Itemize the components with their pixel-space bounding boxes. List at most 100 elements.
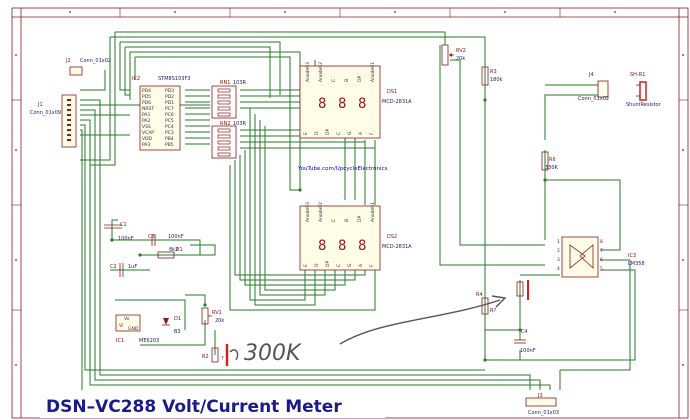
ic1-pin-vi: VI — [119, 323, 123, 329]
d1-ref: D1 — [174, 316, 181, 322]
ds2-ref: DS2 — [387, 234, 397, 240]
ds1-value: MCD-2831A — [382, 99, 412, 105]
diode-d1: D1 B3 — [162, 316, 181, 335]
connector-j1: J1 Conn_01x09 — [30, 94, 77, 148]
ic2-pin-left: PA1 — [142, 112, 151, 118]
ic3-pin: 1 — [557, 239, 560, 245]
c2-value: 1uF — [128, 264, 137, 270]
ds2-pin-top: C — [331, 219, 337, 222]
ds2-pin-bottom: G — [347, 263, 353, 267]
ic3-pin: 2 — [557, 248, 560, 254]
ic2-mcu: IC2 STM8S103F3 PD4PD5PD6NRSTPA1PA2VSSVCA… — [132, 76, 191, 151]
capacitor-c2: C2 1uF — [110, 263, 137, 277]
ic1-ref: IC1 — [116, 338, 124, 344]
ic2-pin-right: PC4 — [165, 124, 174, 130]
j4-value: Conn_01x02 — [578, 96, 609, 102]
ds2-digit-1: 8 — [318, 238, 326, 254]
rv2-ref: RV2 — [456, 48, 466, 54]
ic2-ref: IC2 — [132, 76, 140, 82]
ds2-digit-2: 8 — [338, 238, 346, 254]
ic1-regulator: Vo VI GND IC1 ME6203 — [115, 314, 159, 344]
ic2-pin-left: VDD — [142, 136, 153, 142]
ic1-pin-gnd: GND — [128, 326, 139, 332]
c1-ref: C1 — [120, 222, 127, 228]
ds1-pin-bottom: DP — [325, 129, 331, 135]
schematic-title: DSN–VC288 Volt/Current Meter — [46, 397, 342, 417]
c1-value: 100nF — [118, 236, 134, 242]
ic2-pin-right: PC3 — [165, 130, 174, 136]
r2-value: ? — [221, 356, 224, 362]
rn1-value: 103R — [233, 80, 247, 86]
ic1-pin-vo: Vo — [124, 316, 130, 322]
ds1-pin-bottom: E — [303, 132, 309, 135]
ds1-digit-1: 8 — [318, 96, 326, 112]
j1-value: Conn_01x09 — [30, 110, 61, 116]
r4-ref: R4 — [476, 292, 483, 298]
ic2-pin-left: VCAP — [142, 130, 154, 136]
ic2-pin-left: PD6 — [142, 100, 151, 106]
handwritten-annotation: 300K — [229, 295, 507, 366]
ds1-pin-bottom: G — [347, 131, 353, 135]
connector-j3: J3 Conn_01x03 — [525, 393, 559, 416]
r2-ref: R2 — [202, 354, 209, 360]
r6-ref: R6 — [549, 157, 556, 163]
c4-ref: C4 — [521, 329, 528, 335]
ic2-pin-right: PD2 — [165, 94, 174, 100]
ds2-pin-bottom: F — [369, 264, 375, 267]
shunt-value: ShuntResistor — [626, 102, 662, 108]
ds2-pin-top: Anode02 — [318, 202, 324, 222]
r3-ref: R3 — [490, 69, 497, 75]
resistor-r4: R4 R? — [476, 292, 496, 315]
ic2-pin-right: PB5 — [165, 142, 174, 148]
resistor-network-rn1: RN1 103R — [211, 80, 247, 119]
resistor-r1: R1 8k2 — [157, 247, 183, 259]
shunt-ref: SH-R1 — [630, 72, 645, 78]
rv1-ref: RV1 — [212, 310, 222, 316]
ic2-value: STM8S103F3 — [158, 76, 191, 82]
ic2-pin-right: PC7 — [165, 106, 174, 112]
junctions — [110, 98, 547, 362]
ds1-pin-top: DP — [357, 76, 363, 82]
capacitor-c1: C1 100nF — [104, 222, 134, 242]
ic3-pin: 3 — [557, 257, 560, 263]
ds2-pin-top: DP — [357, 216, 363, 222]
r1-ref: R1 — [176, 247, 183, 253]
ds2-value: MCD-2831A — [382, 244, 412, 250]
ds1-pin-top: Anode02 — [318, 62, 324, 82]
ic2-pin-left: PA3 — [142, 142, 151, 148]
connector-j2: J2 Conn_01x02 — [65, 58, 111, 76]
ds2-pin-top: Anode03 — [305, 202, 311, 222]
annotation-300k: 300K — [244, 341, 302, 366]
ds1-ref: DS1 — [387, 89, 397, 95]
ic2-pin-right: PD1 — [165, 100, 174, 106]
youtube-watermark: YouTube.com/UpcycleElectronics — [297, 166, 388, 172]
trimmer-rv2: RV2 20k — [441, 44, 466, 66]
ic3-pin: 4 — [557, 266, 560, 272]
ds2-pin-bottom: DP — [325, 261, 331, 267]
trimmer-rv1: RV1 20k — [201, 307, 224, 325]
r1-value: 8k2 — [169, 247, 178, 253]
ds1-pin-bottom: D — [314, 131, 320, 135]
ic2-pin-right: PC5 — [165, 118, 174, 124]
c3-value: 100nF — [168, 234, 184, 240]
r4-value: R? — [490, 308, 496, 314]
ic3-pin: 7 — [600, 248, 603, 254]
resistor-r3: R3 180k — [481, 66, 503, 86]
resistor-r6: R6 330K — [541, 151, 559, 171]
c4-value: 100nF — [520, 348, 536, 354]
capacitor-c4: C4 100nF — [514, 329, 536, 354]
ds1-digit-3: 8 — [358, 96, 366, 112]
c2-ref: C2 — [110, 264, 117, 270]
ic1-value: ME6203 — [139, 338, 159, 344]
d1-value: B3 — [174, 329, 181, 335]
ic2-pin-left: PD4 — [142, 88, 151, 94]
ds1-pin-bottom: A — [358, 131, 364, 135]
r3-value: 180k — [490, 77, 503, 83]
